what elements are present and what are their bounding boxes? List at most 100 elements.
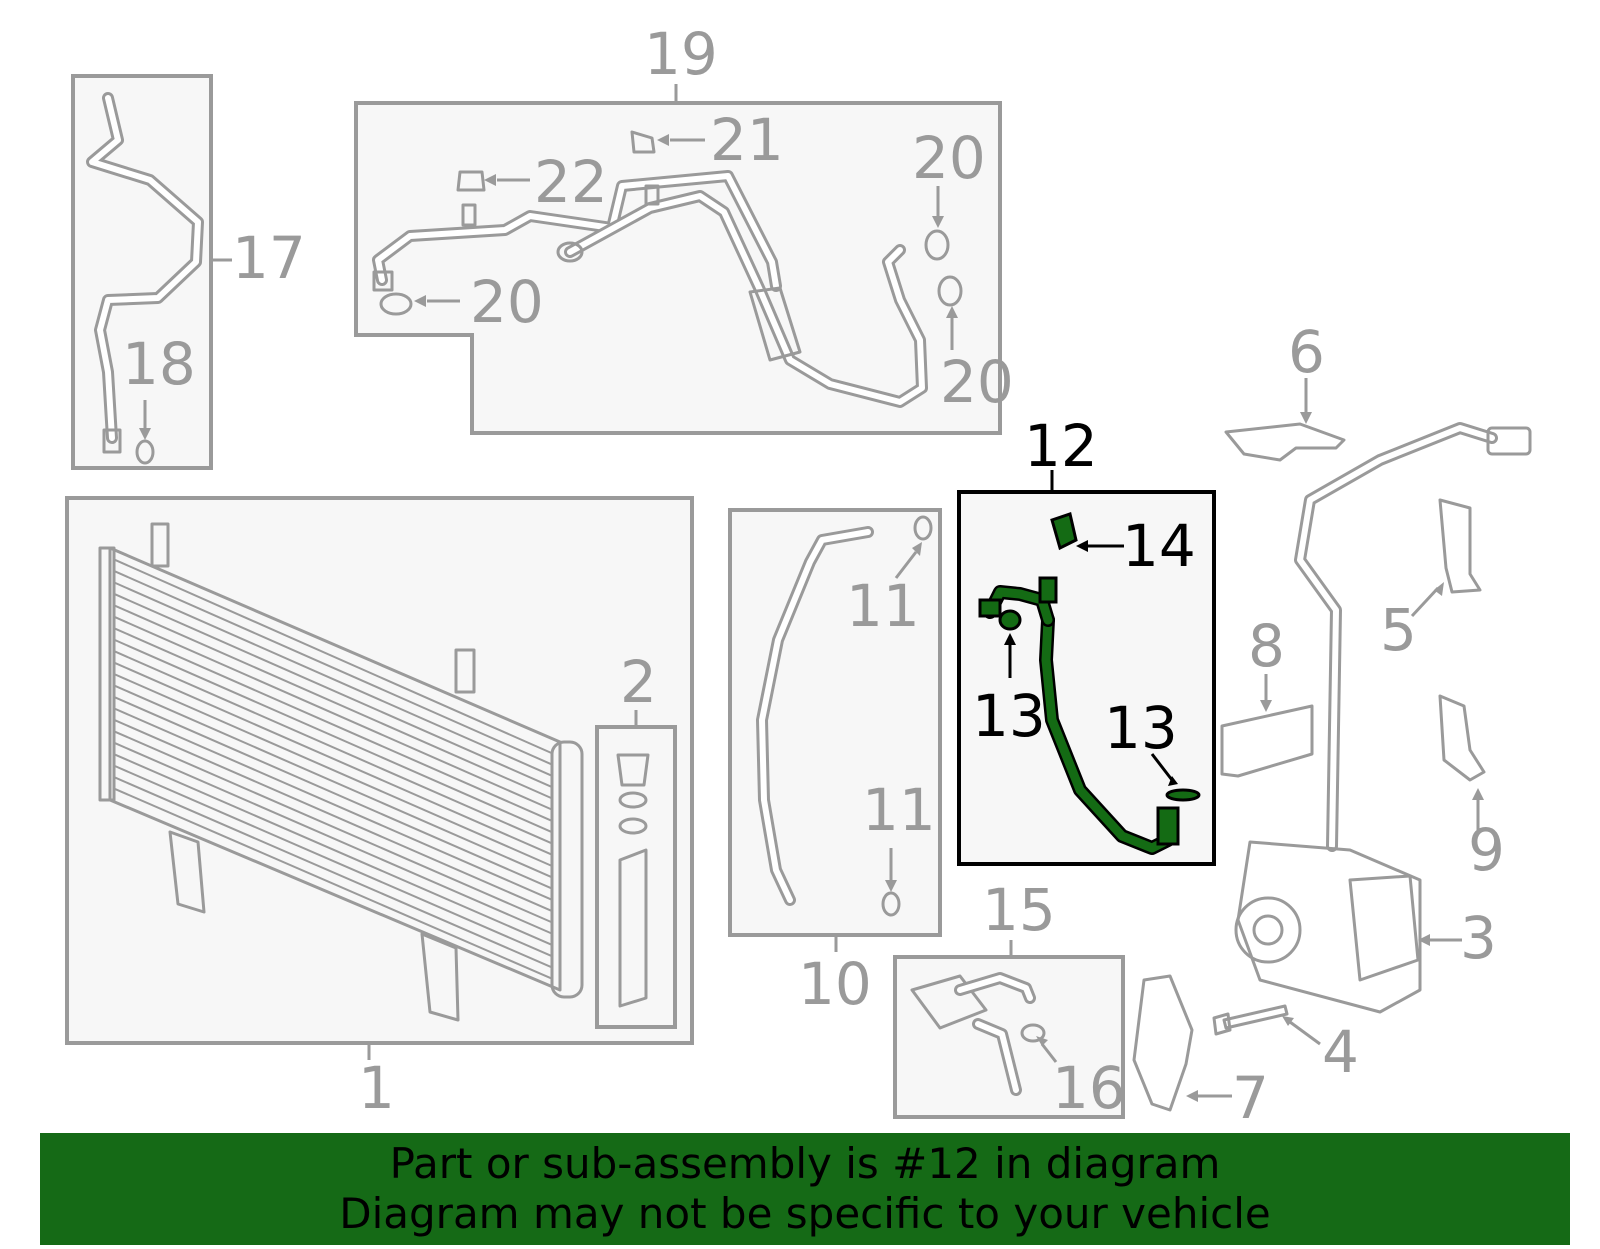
part-15-valve-group[interactable] <box>893 955 1125 1119</box>
condenser-fin-line <box>113 650 553 845</box>
part-3-compressor-group[interactable] <box>1234 422 1532 1014</box>
part-12-highlighted-hose-group[interactable] <box>957 490 1216 866</box>
bracket-6-icon <box>1224 422 1346 462</box>
desiccant-icon <box>618 848 648 1008</box>
condenser-fin-line <box>113 695 553 890</box>
part-10-hose-group[interactable] <box>728 508 942 937</box>
part-4-bolt-group[interactable] <box>1212 1004 1289 1036</box>
condenser-fins <box>113 558 553 980</box>
callout-17: 17 <box>232 224 306 292</box>
panel-2 <box>595 725 677 1029</box>
callout-3: 3 <box>1460 904 1497 972</box>
callout-14: 14 <box>1122 512 1196 580</box>
callout-18: 18 <box>122 330 196 398</box>
bracket-9-icon <box>1438 694 1486 782</box>
callout-labels: 1 2 3 4 5 6 7 8 9 10 11 11 12 13 13 14 1… <box>122 20 1505 1132</box>
compressor-body-icon <box>1236 840 1422 1014</box>
condenser-fin-line <box>113 753 553 946</box>
bracket-7-icon <box>1132 974 1194 1112</box>
receiver-drier-icon <box>550 740 584 999</box>
o-ring-13-right-icon <box>1165 788 1201 802</box>
part-19-line-assembly-group[interactable] <box>354 101 1002 435</box>
bolt-4-icon <box>1222 1004 1289 1030</box>
callout-20-left: 20 <box>470 268 544 336</box>
part-5-bracket-group[interactable] <box>1438 498 1482 594</box>
part-7-bracket-group[interactable] <box>1132 974 1194 1112</box>
o-ring-20-left-icon <box>379 292 413 316</box>
callout-10: 10 <box>798 950 872 1018</box>
info-banner: Part or sub-assembly is #12 in diagram D… <box>40 1133 1570 1245</box>
callout-4: 4 <box>1322 1018 1359 1086</box>
panel-1 <box>65 496 694 1045</box>
condenser-fin-line <box>113 764 553 958</box>
condenser-fin-line <box>113 787 553 980</box>
part-2-drier-kit-group[interactable] <box>595 725 677 1029</box>
valve-body-icon <box>910 974 988 1030</box>
callout-9: 9 <box>1468 816 1505 884</box>
callout-15: 15 <box>982 876 1056 944</box>
condenser-fin-line <box>113 558 553 755</box>
callout-13-right: 13 <box>1104 694 1178 762</box>
condenser-fin-line <box>113 627 553 822</box>
part-8-bracket-group[interactable] <box>1220 704 1314 778</box>
callout-21: 21 <box>710 106 784 174</box>
callout-11-bottom: 11 <box>862 776 936 844</box>
o-ring-13-left-icon <box>998 609 1022 631</box>
condenser-core-icon <box>108 546 562 992</box>
nut-22-icon <box>456 170 486 192</box>
callout-20-bottom: 20 <box>940 348 1014 416</box>
condenser-fin-line <box>113 776 553 969</box>
part-6-bracket-group[interactable] <box>1224 422 1346 462</box>
nut-21-icon <box>630 130 656 154</box>
condenser-fin-line <box>113 569 553 766</box>
callout-16: 16 <box>1052 1054 1126 1122</box>
o-ring-20-top-icon <box>924 229 950 261</box>
part-17-line-group[interactable] <box>71 74 213 470</box>
callout-2: 2 <box>620 648 657 716</box>
condenser-fin-line <box>113 673 553 867</box>
banner-part-line: Part or sub-assembly is #12 in diagram <box>389 1139 1221 1188</box>
part-9-bracket-group[interactable] <box>1438 694 1486 782</box>
callout-22: 22 <box>534 148 608 216</box>
callout-12: 12 <box>1024 412 1098 480</box>
hose-end-block-icon <box>1156 806 1180 846</box>
bracket-8-icon <box>1220 704 1314 778</box>
muffler-icon <box>748 286 802 362</box>
callout-19: 19 <box>644 20 718 88</box>
panel-19 <box>354 101 1002 435</box>
condenser-fin-line <box>113 661 553 856</box>
condenser-fin-line <box>113 718 553 913</box>
condenser-fin-line <box>113 615 553 811</box>
condenser-fin-line <box>113 741 553 935</box>
callout-1: 1 <box>358 1054 395 1122</box>
compressor-connector-icon <box>1486 426 1532 456</box>
condenser-fin-line <box>113 604 553 800</box>
part-1-condenser-group[interactable] <box>65 496 694 1045</box>
callout-5: 5 <box>1380 596 1417 664</box>
callout-20-top: 20 <box>912 124 986 192</box>
callout-13-left: 13 <box>972 682 1046 750</box>
bracket-5-icon <box>1438 498 1482 594</box>
hose-fitting-icon <box>1038 576 1058 604</box>
callout-8: 8 <box>1248 612 1285 680</box>
pressure-sensor-14-icon <box>1050 512 1078 551</box>
condenser-fin-line <box>113 581 553 777</box>
condenser-fin-line <box>113 684 553 879</box>
drier-plug-icon <box>616 753 650 787</box>
o-ring-16-icon <box>1020 1023 1046 1043</box>
callout-11-top: 11 <box>846 572 920 640</box>
o-ring-20-right-icon <box>937 275 963 307</box>
o-ring-18-icon <box>135 439 155 465</box>
hose-flange-icon <box>978 598 1002 618</box>
callout-6: 6 <box>1288 318 1325 386</box>
o-ring-11-bottom-icon <box>881 891 901 917</box>
callout-7: 7 <box>1232 1064 1269 1132</box>
condenser-fin-line <box>113 730 553 924</box>
condenser-fin-line <box>113 592 553 789</box>
o-ring-11-top-icon <box>913 515 933 541</box>
sensor-connector-icon <box>102 428 122 454</box>
condenser-fin-line <box>113 707 553 901</box>
banner-disclaimer-line: Diagram may not be specific to your vehi… <box>339 1189 1271 1238</box>
